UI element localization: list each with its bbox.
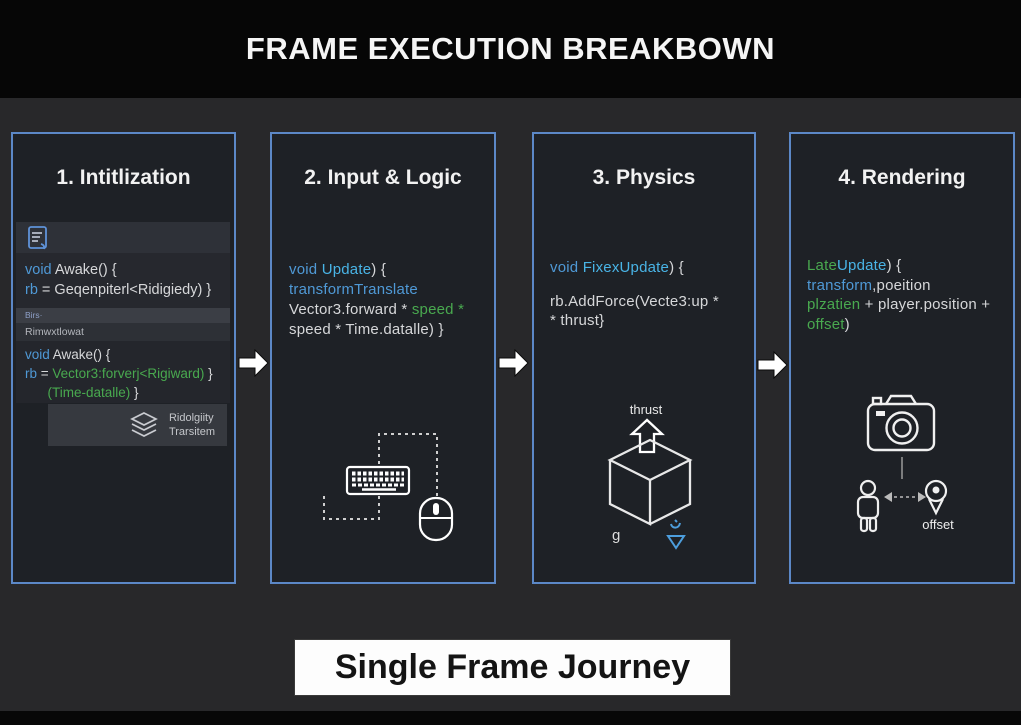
component-label-rigidbody: Ridolgiity	[168, 412, 214, 424]
component-label-transform: Trarsitem	[168, 426, 215, 438]
cube-icon	[607, 438, 693, 526]
layers-icon	[130, 412, 158, 437]
velocity-arrow-icon	[666, 519, 686, 550]
slide-title: FRAME EXECUTION BREAKBOWN	[245, 31, 776, 66]
offset-arrow-icon	[884, 492, 926, 502]
offset-label: offset	[922, 517, 954, 532]
script-file-icon	[28, 225, 47, 249]
location-pin-icon	[924, 479, 948, 516]
panel-physics: 3. Physics void FixexUpdate) { rb.AddFor…	[532, 132, 756, 584]
top-band: FRAME EXECUTION BREAKBOWN	[0, 0, 1021, 98]
mouse-icon	[418, 496, 454, 542]
panel-initialization: 1. Intitlization void Awake() {rb = Geqe…	[11, 132, 236, 584]
bottom-bar	[0, 711, 1021, 725]
gravity-label: g	[612, 527, 620, 544]
code-snippet: void FixexUpdate) {	[550, 259, 684, 276]
person-icon	[856, 479, 880, 533]
panel-title: 3. Physics	[592, 166, 696, 189]
thrust-label: thrust	[630, 402, 663, 417]
script-header-bar	[16, 222, 230, 253]
footer-box: Single Frame Journey	[295, 640, 730, 695]
thrust-arrow-icon	[629, 418, 665, 454]
panel-rendering: 4. Rendering LateUpdate) {transform,poei…	[789, 132, 1015, 584]
rendering-graphic: offset	[856, 394, 954, 533]
footer-label: Single Frame Journey	[334, 648, 691, 686]
flow-arrow-icon	[498, 349, 529, 377]
camera-icon	[866, 394, 936, 452]
code-snippet: rb.AddForce(Vecte3:up ** thrust}	[550, 293, 719, 329]
panel-input-logic: 2. Input & Logic void Update) {transform…	[270, 132, 496, 584]
mini-tab-bar: Birs·	[16, 308, 230, 323]
code-snippet: void Awake() {rb = Vector3:forverj<Rigiw…	[16, 341, 230, 403]
panel-title: 2. Input & Logic	[304, 166, 462, 189]
flow-arrow-icon	[238, 349, 269, 377]
component-labels: Ridolgiity Trarsitem	[169, 411, 215, 439]
physics-graphic: thrust g	[607, 402, 693, 550]
panel-title: 4. Rendering	[838, 166, 966, 189]
component-box: Ridolgiity Trarsitem	[48, 404, 227, 446]
panel-title: 1. Intitlization	[56, 166, 191, 189]
file-tab-bar: Rimwxtlowat	[16, 323, 230, 341]
code-snippet: void Awake() {rb = Geqenpiterl<Ridigiedy…	[16, 253, 230, 308]
keyboard-icon	[345, 465, 411, 496]
input-devices-graphic	[323, 433, 454, 542]
flow-arrow-icon	[757, 351, 788, 379]
